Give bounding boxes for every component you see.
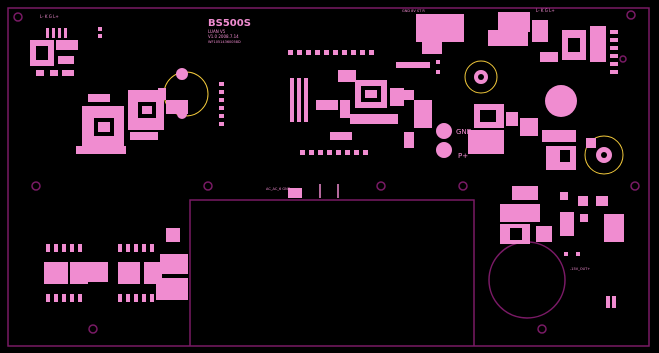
cluster-top-left (30, 28, 78, 76)
connector-top-left-label: L- K G L+ (40, 14, 59, 19)
version-line-3: WF10514360058D (208, 40, 241, 44)
connector-top-mid-label: GND 8V ST R (402, 9, 425, 13)
cluster-bottom-left (44, 228, 188, 302)
bottom-right-label: -15V_OUT+ (570, 267, 590, 271)
version-line-2: V1.0 2008.7.14 (208, 34, 239, 39)
mounting-holes (13, 10, 640, 334)
pad-rows (98, 27, 618, 155)
cluster-top-right (416, 12, 606, 62)
connector-top-right-label: L- K G L+ (536, 8, 555, 13)
battery-footprint (488, 241, 566, 319)
round-components (163, 60, 624, 175)
cluster-right-mid (468, 104, 596, 170)
board-title: BS500S (208, 18, 251, 29)
board-outline (7, 7, 650, 347)
ac-label: AC_AC_6 GND (266, 187, 291, 191)
cluster-center (316, 62, 432, 148)
board-cutout (189, 199, 475, 346)
main-ic (355, 80, 387, 108)
cluster-left-mid (76, 88, 188, 154)
version-line-1: LUAN V5 (208, 29, 226, 34)
cluster-bottom-right (500, 186, 624, 308)
gnd-label: GND (456, 128, 472, 136)
p-plus-label: P+ (458, 152, 468, 160)
ac-connector (288, 184, 339, 198)
